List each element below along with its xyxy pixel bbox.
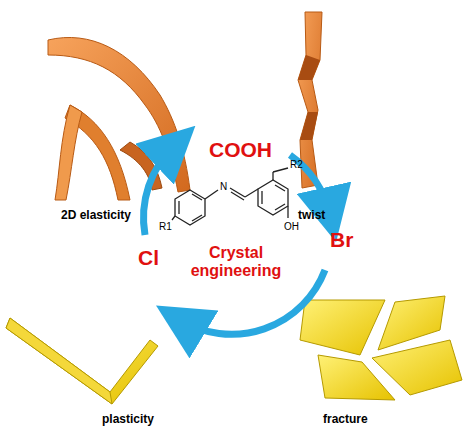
elastic-ribbon	[48, 37, 190, 200]
center-title: Crystal engineering	[184, 244, 288, 279]
atom-label: N	[220, 181, 227, 192]
schiff-base-structure	[172, 168, 288, 225]
substituent-label: COOH	[209, 138, 272, 161]
atom-label: R1	[159, 221, 172, 232]
cycle-arrows	[144, 145, 330, 334]
substituent-label: Br	[330, 228, 353, 251]
substituent-label: Cl	[138, 246, 159, 269]
caption-label: 2D elasticity	[61, 209, 131, 222]
caption-label: fracture	[323, 413, 368, 426]
caption-label: twist	[298, 209, 325, 222]
atom-label: OH	[284, 221, 299, 232]
plastic-bent-bar	[6, 318, 158, 404]
atom-label: R2	[290, 159, 303, 170]
caption-label: plasticity	[102, 413, 154, 426]
fractured-crystal	[300, 296, 462, 400]
